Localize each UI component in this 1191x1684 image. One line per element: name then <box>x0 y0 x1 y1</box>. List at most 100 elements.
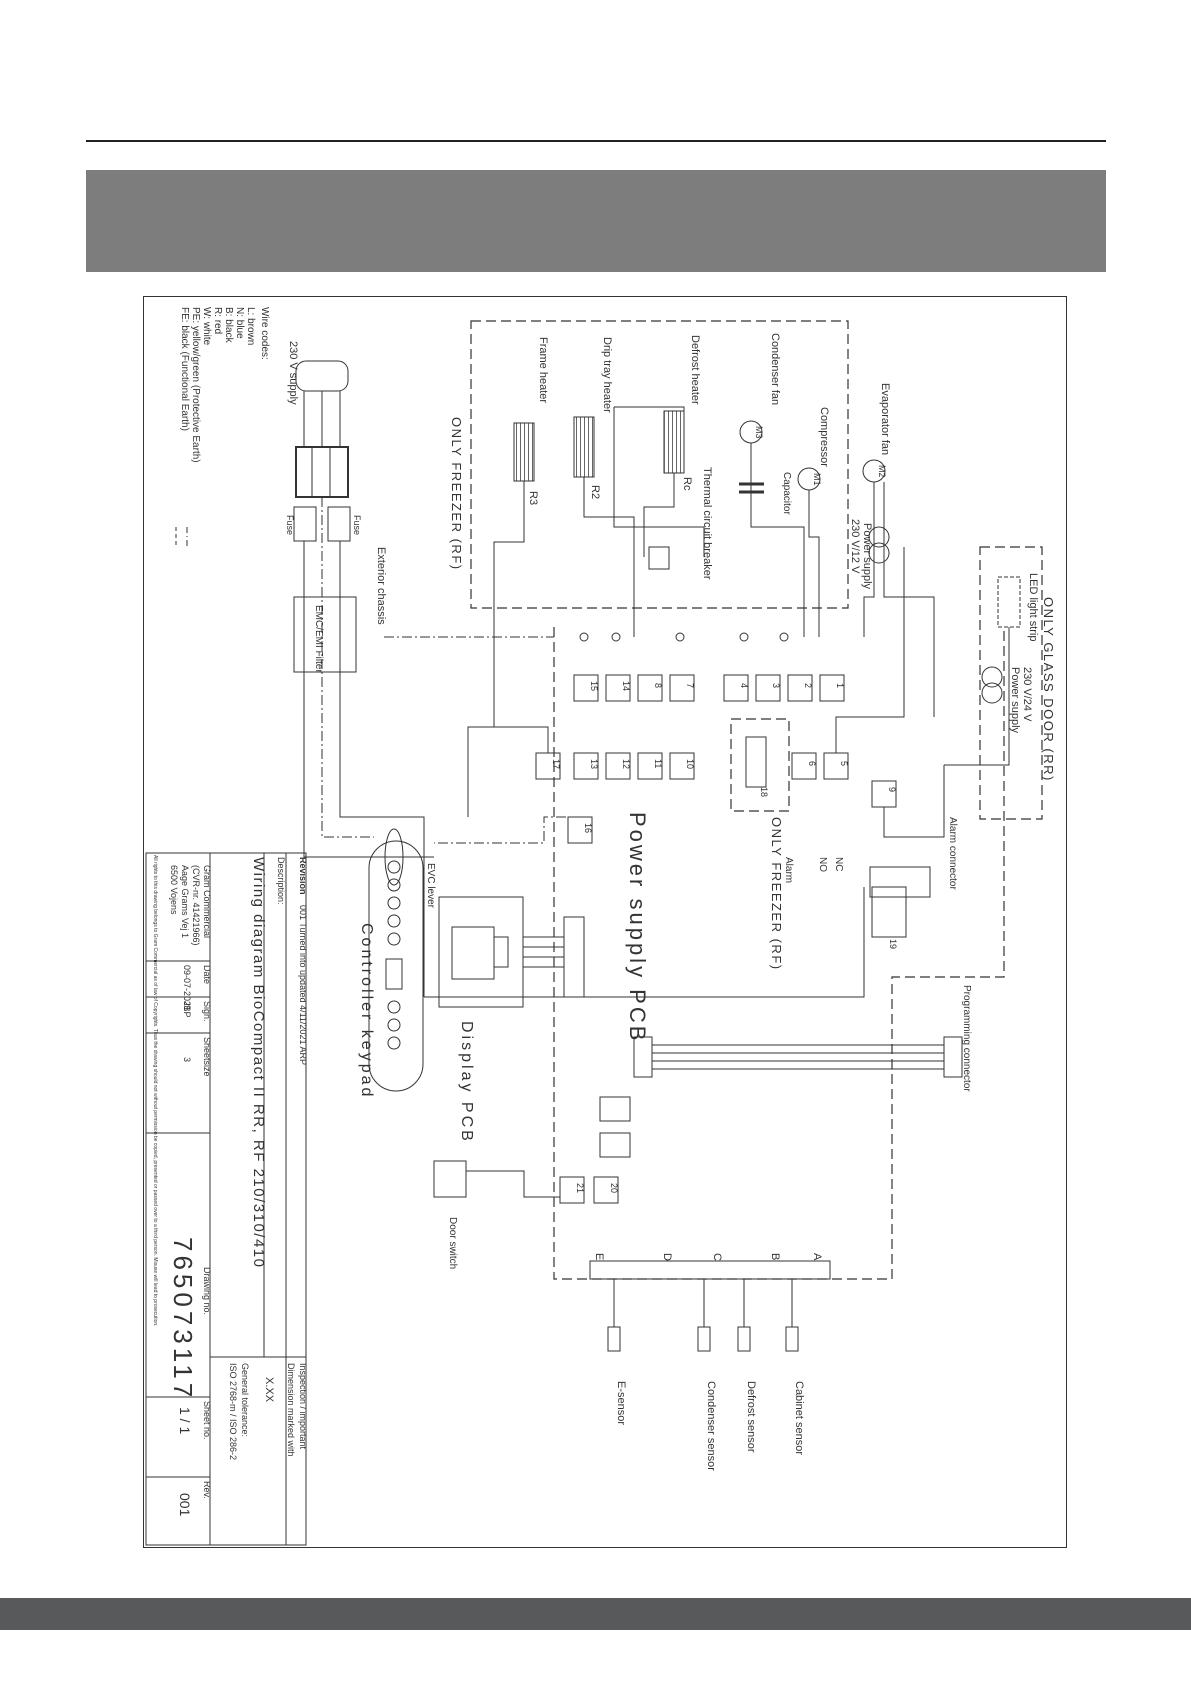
condenser-fan-tag: M3 <box>754 426 764 439</box>
alarm-label: Alarm <box>783 857 794 883</box>
exterior-chassis-label: Exterior chassis <box>375 547 387 625</box>
dashed-zones <box>470 320 1043 1280</box>
terminal-8: 8 <box>653 683 663 688</box>
display-and-keypad: EVC lever <box>368 840 585 1092</box>
defrost-sensor-label: Defrost sensor <box>745 1381 757 1453</box>
power-supply-12v-value: 230 V/12 V <box>849 519 861 574</box>
programming-connector: Programming connector <box>599 985 972 1158</box>
terminal-9: 9 <box>887 787 897 792</box>
alarm-connector: Alarm connector Alarm NO NC <box>783 817 958 898</box>
glass-door-zone <box>979 546 1043 820</box>
defrost-heater <box>663 410 685 474</box>
emc-filter <box>293 596 357 673</box>
company-line-3: Aage Grams Vej 1 <box>180 865 190 938</box>
sensors: E D C B A E-sensor Condenser sensor Defr… <box>589 1253 831 1471</box>
controller-keypad <box>368 840 424 1092</box>
condenser-sensor-label: Condenser sensor <box>705 1381 717 1471</box>
wire-code-7: FE: black (Functional Earth) <box>179 307 190 431</box>
power-supply-pcb-label: Power supply PCB <box>625 812 650 1043</box>
terminals: 15 14 8 7 4 3 2 1 17 13 12 11 10 18 6 5 … <box>424 547 945 1204</box>
door-switch-box <box>433 1160 467 1198</box>
supply-plug <box>295 360 349 392</box>
company-line-1: Gram Commercial <box>202 865 212 938</box>
alarm-nc-label: NC <box>833 857 844 871</box>
dimension-label: Dimension marked with <box>286 1363 296 1457</box>
wire-code-3: B: black <box>223 307 234 344</box>
terminal-18: 18 <box>759 787 769 797</box>
emc-filter-label: EMC/EMI Filter <box>313 605 324 673</box>
title-block: Revision 001 Turned into updated 4/11/20… <box>145 852 308 1546</box>
door-switch: Door switch <box>433 1160 560 1269</box>
fuse-1-label: Fuse <box>285 515 295 535</box>
copyright: All rights to this drawing belongs to Gr… <box>152 855 158 1327</box>
freezer-zone-top-label: ONLY FREEZER (RF) <box>449 417 464 571</box>
description-value: Wiring diagram BioCompact II RR, RF 210/… <box>250 857 267 1268</box>
terminal-16: 16 <box>583 823 593 833</box>
wire-code-4: R: red <box>212 307 223 334</box>
drawing-no: 765073117 <box>168 1237 198 1401</box>
e-sensor-label: E-sensor <box>615 1381 627 1425</box>
terminal-12: 12 <box>621 759 631 769</box>
fuse-2-label: Fuse <box>352 515 362 535</box>
drip-tray-heater-tag: R2 <box>589 485 601 499</box>
door-switch-label: Door switch <box>447 1217 458 1269</box>
terminal-14: 14 <box>621 681 631 691</box>
led-strip-label: LED light strip <box>1027 573 1039 641</box>
terminal-1: 1 <box>835 683 845 688</box>
sign-value: JBP <box>182 1001 192 1018</box>
power-pcb-outline <box>553 627 1005 1280</box>
power-supply-24v-value: 230 V/24 V <box>1021 667 1033 722</box>
header-banner <box>86 170 1106 272</box>
sign-label: Sign. <box>202 1001 212 1022</box>
capacitor-label: Capacitor <box>781 472 792 515</box>
power-supply-24v <box>981 666 1003 688</box>
port-D: D <box>661 1253 673 1261</box>
terminal-21: 21 <box>575 1183 585 1193</box>
footer-bar <box>0 1598 1191 1630</box>
led-strip <box>997 576 1021 628</box>
sensor-port-strip: E D C B A <box>589 1253 831 1280</box>
defrost-heater-tag: Rc <box>681 477 693 491</box>
power-supply-12v <box>868 526 890 548</box>
port-C: C <box>711 1253 723 1261</box>
wiring-diagram: ONLY FREEZER (RF) ONLY FREEZER (RF) ONLY… <box>145 307 1056 1546</box>
rev-value: 001 <box>177 1493 193 1517</box>
evaporator-fan-label: Evaporator fan <box>879 383 891 455</box>
alarm-connector-label: Alarm connector <box>947 817 958 890</box>
sheetsize-value: 3 <box>182 1057 192 1062</box>
frame-heater <box>513 422 535 482</box>
inspection-label: Inspection / important <box>298 1363 308 1450</box>
wire-code-1: L: brown <box>245 307 256 345</box>
defrost-heater-label: Defrost heater <box>689 335 701 405</box>
power-supplies: Power supply 230 V/12 V Power supply 230… <box>849 519 1039 766</box>
compressor-label: Compressor <box>818 407 830 467</box>
wire-code-6: PE: yellow/green (Protective Earth) <box>190 307 201 463</box>
terminal-6: 6 <box>807 761 817 766</box>
freezer-zone-mid-label: ONLY FREEZER (RF) <box>769 817 784 971</box>
xxx-label: X.XX <box>263 1377 275 1403</box>
zone-labels: ONLY FREEZER (RF) ONLY FREEZER (RF) ONLY… <box>449 417 1056 971</box>
revision-label: Revision <box>298 857 308 895</box>
company-line-2: (CVR-nr. 41421966) <box>191 865 201 946</box>
programming-connector-label: Programming connector <box>961 985 972 1092</box>
terminal-20: 20 <box>609 1183 619 1193</box>
freezer-zone-mid <box>730 718 790 812</box>
exterior-chassis: Exterior chassis <box>375 547 554 638</box>
terminal-19: 19 <box>888 939 898 949</box>
power-supply-24v-label: Power supply <box>1009 667 1021 734</box>
terminal-10: 10 <box>685 759 695 769</box>
thermal-breaker <box>648 546 670 570</box>
tolerance-value: ISO 2768-m / ISO 286-2 <box>228 1363 238 1460</box>
condenser-fan-label: Condenser fan <box>769 333 781 405</box>
date-label: Date <box>202 965 212 984</box>
evaporator-fan-tag: M2 <box>877 465 887 478</box>
tolerance-label: General tolerance: <box>240 1363 250 1437</box>
terminal-3: 3 <box>771 683 781 688</box>
sheetsize-label: Sheetsize <box>202 1037 212 1077</box>
top-rule <box>86 140 1106 142</box>
mains-supply: 230 V supply Fuse Fuse EMC/EMI Filter <box>285 341 434 997</box>
port-A: A <box>811 1253 823 1261</box>
fuse-1 <box>293 506 317 542</box>
revision-value: 001 Turned into updated 4/11/2021 ARP <box>298 905 308 1065</box>
display-digits <box>451 926 495 980</box>
